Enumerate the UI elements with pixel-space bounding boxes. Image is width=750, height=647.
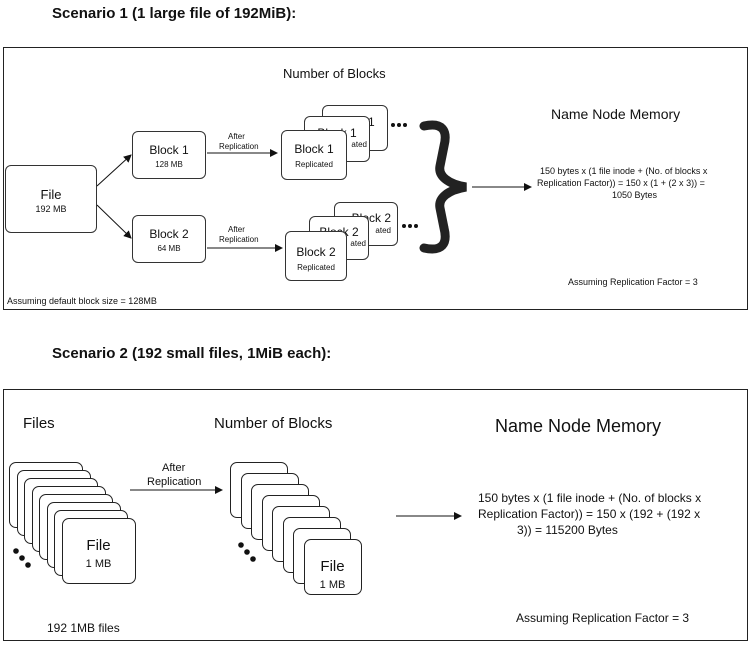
scenario1-connectors (96, 120, 532, 254)
ellipsis-dot (403, 123, 407, 127)
scenario2-panel: Files Number of Blocks Name Node Memory … (3, 389, 748, 641)
block1-replica-front-label: Block 1 (294, 142, 334, 156)
after-replication-label-s2a: After (162, 462, 186, 474)
ellipsis-dot (391, 123, 395, 127)
ellipsis-dot (250, 556, 256, 562)
name-node-memory-title-2: Name Node Memory (495, 416, 662, 436)
block2-replica-mid-partial: ated (350, 239, 366, 248)
front-file-box: File 1 MB (61, 518, 136, 584)
ellipsis-dot (25, 562, 31, 568)
files-title: Files (23, 415, 55, 432)
name-node-memory-title: Name Node Memory (551, 106, 681, 122)
block2-replica-front-label: Block 2 (296, 245, 336, 259)
file-size: 192 MB (35, 204, 67, 214)
after-replication-label-s2b: Replication (147, 476, 202, 488)
after-replication-label-1a: After (228, 132, 245, 141)
ellipsis-dot (402, 224, 406, 228)
number-of-blocks-title-2: Number of Blocks (214, 415, 333, 432)
after-replication-label-2b: Replication (219, 235, 259, 244)
block2-replica-back-partial: ated (375, 226, 391, 235)
file-box: File 192 MB (5, 165, 97, 233)
scenario1-heading: Scenario 1 (1 large file of 192MiB): (52, 5, 297, 22)
scenario1-replication-assumption: Assuming Replication Factor = 3 (568, 277, 698, 287)
scenario2-replication-assumption: Assuming Replication Factor = 3 (516, 611, 690, 625)
curly-brace-icon (419, 120, 467, 254)
file-to-block2-arrow (96, 204, 132, 239)
scenario2-formula-line2: Replication Factor)) = 150 x (192 + (192… (478, 507, 701, 521)
block1-box: Block 1 128 MB (132, 131, 206, 179)
front-block-box-size: 1 MB (319, 579, 346, 591)
after-replication-label-2a: After (228, 225, 245, 234)
files-count: 192 1MB files (47, 621, 120, 635)
front-block-box-label: File (320, 558, 345, 575)
ellipsis-dot (13, 548, 19, 554)
scenario2-formula-line1: 150 bytes x (1 file inode + (No. of bloc… (478, 491, 702, 505)
scenario2-connectors (13, 486, 462, 568)
number-of-blocks-title: Number of Blocks (283, 66, 386, 81)
block1-size: 128 MB (155, 160, 183, 169)
front-block-box: File 1 MB (303, 539, 362, 595)
scenario1-formula-line1: 150 bytes x (1 file inode + (No. of bloc… (540, 166, 708, 176)
block1-label: Block 1 (149, 143, 189, 157)
scenario1-blocksize-assumption: Assuming default block size = 128MB (7, 296, 157, 306)
ellipsis-dot (408, 224, 412, 228)
front-file-box-size: 1 MB (85, 558, 112, 570)
ellipsis-dot (244, 549, 250, 555)
block1-replica-front: Block 1 Replicated (281, 130, 347, 180)
front-file-box-label: File (86, 537, 111, 554)
scenario2-heading: Scenario 2 (192 small files, 1MiB each): (52, 345, 332, 362)
block2-label: Block 2 (149, 227, 189, 241)
ellipsis-dot (19, 555, 25, 561)
block2-replica-front-status: Replicated (297, 263, 335, 272)
ellipsis-dot (397, 123, 401, 127)
block2-replica-front: Block 2 Replicated (285, 231, 347, 281)
scenario1-formula-line2: Replication Factor)) = 150 x (1 + (2 x 3… (537, 178, 705, 188)
scenario1-formula-line3: 1050 Bytes (612, 190, 658, 200)
ellipsis-dot (238, 542, 244, 548)
scenario1-panel: Number of Blocks Name Node Memory File 1… (3, 47, 748, 310)
file-label: File (40, 187, 62, 202)
ellipsis-dot (414, 224, 418, 228)
block2-size: 64 MB (157, 244, 181, 253)
block1-replica-front-status: Replicated (295, 160, 333, 169)
file-to-block1-arrow (96, 154, 132, 187)
after-replication-label-1b: Replication (219, 142, 259, 151)
block1-replica-mid-partial: ated (351, 140, 367, 149)
scenario2-formula-line3: 3)) = 115200 Bytes (517, 523, 618, 537)
block2-box: Block 2 64 MB (132, 215, 206, 263)
